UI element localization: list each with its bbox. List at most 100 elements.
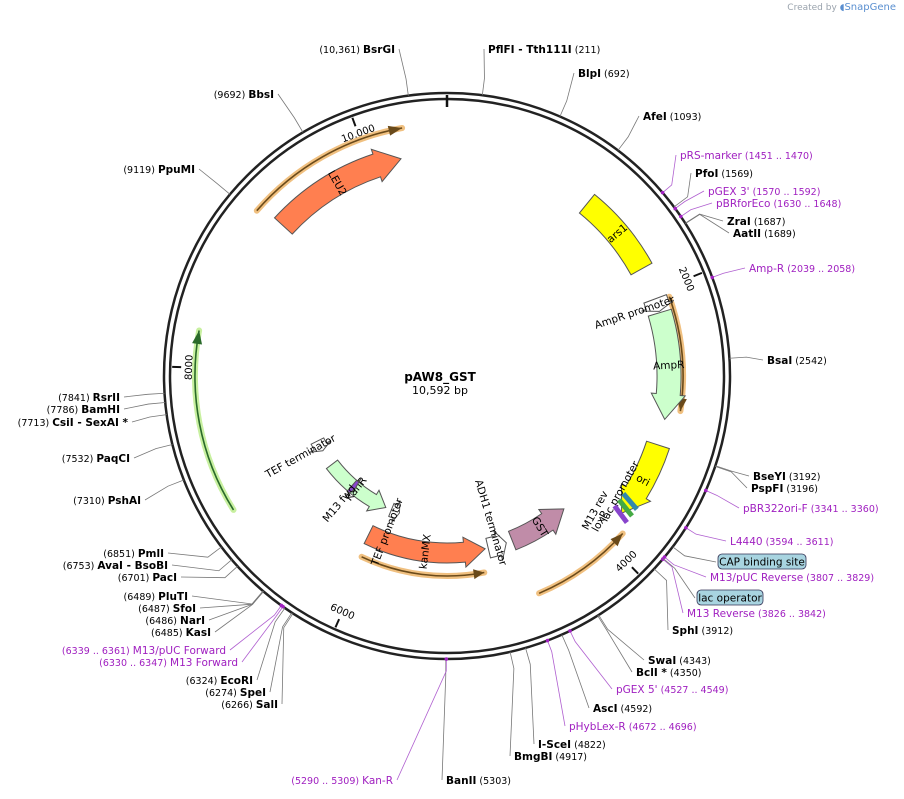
site-bsai[interactable]: BsaI (2542) — [767, 355, 827, 367]
site-label[interactable]: (7841) RsrII — [58, 392, 120, 404]
site-label[interactable]: SwaI (4343) — [648, 655, 711, 667]
feature-arrow[interactable] — [485, 529, 507, 562]
primer-label[interactable]: (6339 .. 6361) M13/pUC Forward — [62, 645, 226, 657]
site-aatii[interactable]: AatII (1689) — [733, 228, 796, 240]
box-lac-operator[interactable]: lac operator — [696, 589, 764, 606]
primer-label[interactable]: L4440 (3594 .. 3611) — [730, 536, 833, 548]
site-label[interactable]: (6486) NarI — [145, 615, 205, 627]
site-label[interactable]: (6851) PmlI — [103, 548, 164, 560]
site-label[interactable]: (10,361) BsrGI — [319, 44, 395, 56]
primer-pgex-5[interactable]: pGEX 5' (4527 .. 4549) — [616, 684, 728, 696]
site-label[interactable]: (6489) PluTI — [124, 591, 188, 603]
site-label[interactable]: BclI * (4350) — [636, 667, 702, 679]
feature-arrow[interactable] — [641, 294, 675, 312]
feature-arrow[interactable] — [345, 477, 362, 497]
feature-ampr[interactable]: AmpR — [647, 308, 687, 421]
site-sali[interactable]: (6266) SalI — [221, 699, 278, 711]
primer-pbr322ori-f[interactable]: pBR322ori-F (3341 .. 3360) — [743, 503, 879, 515]
primer-label[interactable]: pBRforEco (1630 .. 1648) — [716, 198, 841, 210]
feature-gst[interactable]: GST — [507, 508, 565, 551]
primer-m13-puc-reverse[interactable]: M13/pUC Reverse (3807 .. 3829) — [710, 572, 874, 584]
primer-l4440[interactable]: L4440 (3594 .. 3611) — [730, 536, 833, 548]
feature-ori[interactable]: ori — [620, 440, 671, 514]
primer-pgex-3[interactable]: pGEX 3' (1570 .. 1592) — [708, 186, 820, 198]
site-label[interactable]: PflFI - Tth111I (211) — [488, 44, 600, 56]
site-pluti[interactable]: (6489) PluTI — [124, 591, 188, 603]
feature-arrow[interactable] — [620, 440, 671, 514]
site-label[interactable]: (6324) EcoRI — [186, 675, 253, 687]
site-label[interactable]: (7532) PaqCI — [62, 453, 130, 465]
feature-arrow[interactable] — [309, 437, 332, 453]
primer-m13-puc-forward[interactable]: (6339 .. 6361) M13/pUC Forward — [62, 645, 226, 657]
site-sfoi[interactable]: (6487) SfoI — [138, 603, 196, 615]
site-swai[interactable]: SwaI (4343) — [648, 655, 711, 667]
site-bamhi[interactable]: (7786) BamHI — [47, 404, 120, 416]
primer-m13-reverse[interactable]: M13 Reverse (3826 .. 3842) — [687, 608, 826, 620]
primer-label[interactable]: (6330 .. 6347) M13 Forward — [99, 657, 238, 669]
site-bmgbi[interactable]: BmgBI (4917) — [514, 751, 587, 763]
site-label[interactable]: BlpI (692) — [578, 68, 630, 80]
site-pmli[interactable]: (6851) PmlI — [103, 548, 164, 560]
site-bcli[interactable]: BclI * (4350) — [636, 667, 702, 679]
primer-amp-r[interactable]: Amp-R (2039 .. 2058) — [749, 263, 855, 275]
site-paqci[interactable]: (7532) PaqCI — [62, 453, 130, 465]
site-kasi[interactable]: (6485) KasI — [151, 627, 211, 639]
site-pfoi[interactable]: PfoI (1569) — [695, 168, 753, 180]
site-rsrii[interactable]: (7841) RsrII — [58, 392, 120, 404]
primer-label[interactable]: pGEX 5' (4527 .. 4549) — [616, 684, 728, 696]
site-label[interactable]: (6753) AvaI - BsoBI — [63, 560, 168, 572]
feature-arrow[interactable] — [507, 508, 565, 551]
primer-label[interactable]: pBR322ori-F (3341 .. 3360) — [743, 503, 879, 515]
site-label[interactable]: BsaI (2542) — [767, 355, 827, 367]
primer-phyblex-r[interactable]: pHybLex-R (4672 .. 4696) — [569, 721, 697, 733]
site-bsrgi[interactable]: (10,361) BsrGI — [319, 44, 395, 56]
feature-kanmx[interactable]: kanMX — [363, 525, 486, 570]
primer-label[interactable]: M13 Reverse (3826 .. 3842) — [687, 608, 826, 620]
site-i-scei[interactable]: I-SceI (4822) — [538, 739, 606, 751]
site-label[interactable]: (7310) PshAI — [73, 495, 141, 507]
site-ppumi[interactable]: (9119) PpuMI — [123, 164, 195, 176]
feature-arrow[interactable] — [273, 148, 402, 235]
primer-label[interactable]: pGEX 3' (1570 .. 1592) — [708, 186, 820, 198]
site-pshai[interactable]: (7310) PshAI — [73, 495, 141, 507]
site-sphi[interactable]: SphI (3912) — [672, 625, 733, 637]
site-pflfi[interactable]: PflFI - Tth111I (211) — [488, 44, 600, 56]
feature-arrow[interactable] — [578, 193, 653, 276]
site-label[interactable]: I-SceI (4822) — [538, 739, 606, 751]
site-pspfi[interactable]: PspFI (3196) — [751, 483, 818, 495]
site-nari[interactable]: (6486) NarI — [145, 615, 205, 627]
site-spei[interactable]: (6274) SpeI — [205, 687, 266, 699]
site-label[interactable]: PfoI (1569) — [695, 168, 753, 180]
site-avai[interactable]: (6753) AvaI - BsoBI — [63, 560, 168, 572]
primer-kan-r[interactable]: (5290 .. 5309) Kan-R — [291, 775, 393, 787]
site-label[interactable]: (6485) KasI — [151, 627, 211, 639]
site-label[interactable]: (6266) SalI — [221, 699, 278, 711]
feature-arrow[interactable] — [647, 308, 687, 421]
site-afei[interactable]: AfeI (1093) — [643, 111, 701, 123]
site-label[interactable]: (6701) PacI — [118, 572, 177, 584]
feature-arrow[interactable] — [363, 525, 486, 569]
primer-prs-marker[interactable]: pRS-marker (1451 .. 1470) — [680, 150, 813, 162]
site-label[interactable]: ZraI (1687) — [727, 216, 785, 228]
feature-tef-terminator[interactable]: TEF terminator — [263, 432, 339, 481]
site-zrai[interactable]: ZraI (1687) — [727, 216, 785, 228]
box-cap-binding-site[interactable]: CAP binding site — [717, 553, 807, 570]
site-label[interactable]: SphI (3912) — [672, 625, 733, 637]
primer-label[interactable]: (5290 .. 5309) Kan-R — [291, 775, 393, 787]
site-asci[interactable]: AscI (4592) — [593, 703, 652, 715]
primer-label[interactable]: Amp-R (2039 .. 2058) — [749, 263, 855, 275]
feature-leu2[interactable]: LEU2 — [273, 148, 402, 235]
primer-pbrforeco[interactable]: pBRforEco (1630 .. 1648) — [716, 198, 841, 210]
feature-arrow[interactable] — [388, 500, 401, 524]
site-label[interactable]: AfeI (1093) — [643, 111, 701, 123]
site-label[interactable]: (6274) SpeI — [205, 687, 266, 699]
primer-label[interactable]: pRS-marker (1451 .. 1470) — [680, 150, 813, 162]
site-ecori[interactable]: (6324) EcoRI — [186, 675, 253, 687]
feature-ars1[interactable]: ars1 — [578, 193, 653, 276]
primer-label[interactable]: M13/pUC Reverse (3807 .. 3829) — [710, 572, 874, 584]
site-bseyi[interactable]: BseYI (3192) — [753, 471, 821, 483]
site-blpi[interactable]: BlpI (692) — [578, 68, 630, 80]
site-label[interactable]: (6487) SfoI — [138, 603, 196, 615]
site-label[interactable]: AatII (1689) — [733, 228, 796, 240]
primer-label[interactable]: pHybLex-R (4672 .. 4696) — [569, 721, 697, 733]
